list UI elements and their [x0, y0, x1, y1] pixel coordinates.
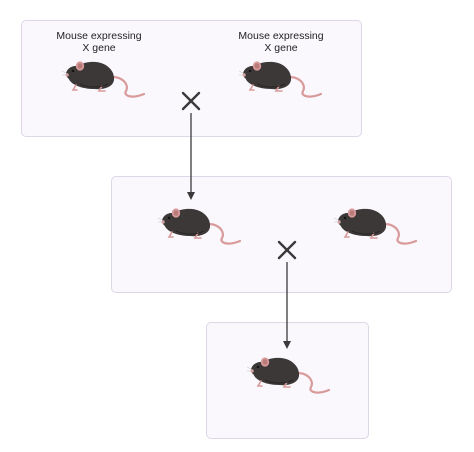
left-parent-label-line1: Mouse expressing: [56, 30, 142, 42]
cross-icon: [181, 91, 201, 111]
mouse-icon: [156, 207, 242, 245]
mouse-icon: [60, 60, 146, 98]
left-parent-label-line2: X gene: [82, 42, 116, 54]
mouse-icon: [332, 207, 418, 245]
right-parent-label-line1: Mouse expressing: [238, 30, 324, 42]
f1-generation-panel: [111, 176, 452, 293]
cross-icon: [277, 240, 297, 260]
mouse-icon: [237, 60, 323, 98]
right-parent-label-line2: X gene: [264, 42, 298, 54]
left-parent-label: Mouse expressing X gene: [34, 30, 164, 54]
mouse-icon: [245, 356, 331, 394]
right-parent-label: Mouse expressing X gene: [216, 30, 346, 54]
